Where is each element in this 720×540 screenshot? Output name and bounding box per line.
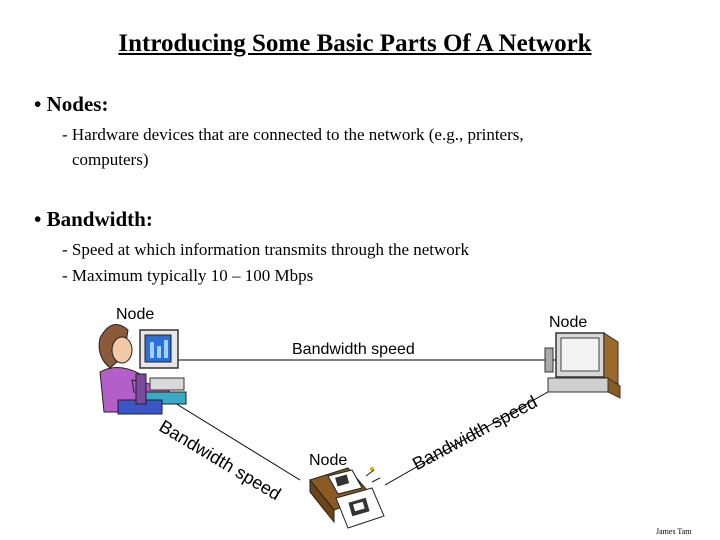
node-label-right: Node [549, 314, 588, 331]
desktop-computer-icon [544, 332, 621, 399]
slide-title: Introducing Some Basic Parts Of A Networ… [118, 30, 592, 57]
bullet-nodes-line-1: - Hardware devices that are connected to… [62, 125, 524, 144]
link-right-line [384, 384, 561, 486]
author-credit: James Tam [656, 527, 692, 536]
printer-icon [309, 467, 385, 529]
bandwidth-label-top: Bandwidth speed [292, 341, 415, 358]
link-left-line [169, 399, 301, 481]
node-label-bottom: Node [309, 452, 348, 469]
bullet-bandwidth-heading: • Bandwidth: [34, 207, 153, 231]
bullet-nodes-heading: • Nodes: [34, 92, 109, 116]
bullet-nodes-line-2: computers) [72, 150, 149, 169]
bullet-bandwidth-line-2: - Maximum typically 10 – 100 Mbps [62, 266, 314, 285]
bullet-bandwidth-line-1: - Speed at which information transmits t… [62, 240, 469, 259]
person-at-computer-icon [98, 324, 187, 415]
node-label-left: Node [116, 306, 155, 323]
